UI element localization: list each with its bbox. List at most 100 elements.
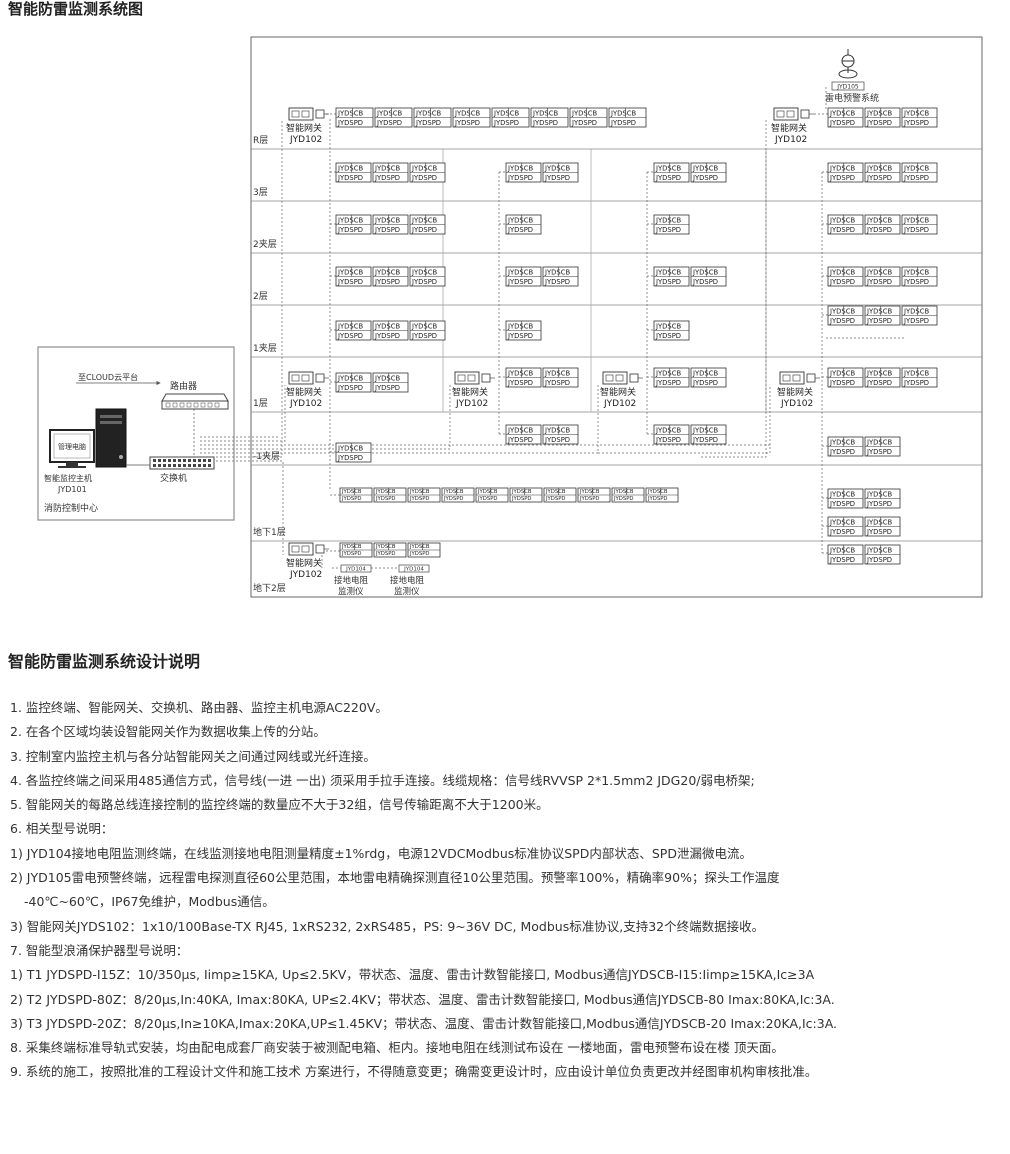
- design-note-line: 8. 采集终端标准导轨式安装，均由配电成套厂商安装于被测配电箱、柜内。接地电阻在…: [10, 1040, 784, 1056]
- spd-label: JYDSPD: [337, 226, 363, 234]
- device-groups: JYDSCBJYDSPDJYDSCBJYDSPDJYDSCBJYDSPDJYDS…: [335, 107, 938, 565]
- host-tower-icon: [95, 408, 127, 468]
- warning-model: JYD105: [836, 84, 859, 91]
- scb-label: JYDSCB: [692, 269, 718, 277]
- scb-label: JYDSCB: [337, 217, 363, 225]
- gateway-name: 智能网关: [771, 122, 807, 134]
- floor-label: 2层: [253, 291, 268, 302]
- spd-label: JYDSPD: [866, 278, 892, 286]
- spd-label: JYDSPD: [829, 317, 855, 325]
- building-frame: [250, 36, 983, 598]
- gateway-name: 智能网关: [286, 122, 322, 134]
- scb-label: JYDSCB: [507, 323, 533, 331]
- design-note-line: 5. 智能网关的每路总线连接控制的监控终端的数量应不大于32组，信号传输距离不大…: [10, 797, 549, 813]
- spd-label: JYDSPD: [337, 454, 363, 462]
- ground-meter-label-1b: 监测仪: [338, 586, 364, 597]
- spd-label: JYDSPD: [337, 384, 363, 392]
- spd-label: JYDSPD: [903, 174, 929, 182]
- spd-label: JYDSPD: [409, 551, 430, 557]
- spd-label: JYDSPD: [443, 496, 464, 502]
- pc-label: 管理电脑: [58, 442, 86, 451]
- spd-label: JYDSPD: [829, 119, 855, 127]
- spd-label: JYDSPD: [829, 448, 855, 456]
- scb-label: JYDSCB: [903, 370, 929, 378]
- scb-label: JYDSCB: [866, 110, 892, 118]
- gateway-model: JYD102: [455, 399, 488, 409]
- design-note-line: 2. 在各个区域均装设智能网关作为数据收集上传的分站。: [10, 724, 326, 740]
- warning-name: 雷电预警系统: [825, 92, 879, 104]
- spd-label: JYDSPD: [866, 448, 892, 456]
- spd-label: JYDSPD: [507, 436, 533, 444]
- spd-label: JYDSPD: [341, 551, 362, 557]
- scb-label: JYDSCB: [507, 370, 533, 378]
- scb-label: JYDSCB: [647, 489, 668, 495]
- scb-label: JYDSCB: [829, 308, 855, 316]
- scb-label: JYDSCB: [337, 269, 363, 277]
- spd-label: JYDSPD: [375, 551, 396, 557]
- spd-label: JYDSPD: [829, 174, 855, 182]
- spd-label: JYDSPD: [415, 119, 441, 127]
- scb-label: JYDSCB: [477, 489, 498, 495]
- gateway-name: 智能网关: [600, 386, 636, 398]
- spd-label: JYDSPD: [374, 332, 400, 340]
- scb-label: JYDSCB: [866, 519, 892, 527]
- floor-label: R层: [253, 135, 268, 146]
- scb-label: JYDSCB: [903, 308, 929, 316]
- floor-dividers: [251, 148, 982, 542]
- spd-label: JYDSPD: [692, 436, 718, 444]
- design-note-line: 1. 监控终端、智能网关、交换机、路由器、监控主机电源AC220V。: [10, 700, 388, 715]
- gateway-name: 智能网关: [286, 557, 322, 569]
- design-note-line: 9. 系统的施工，按照批准的工程设计文件和施工技术 方案进行，不得随意变更；确需…: [10, 1064, 818, 1080]
- design-notes: 1. 监控终端、智能网关、交换机、路由器、监控主机电源AC220V。 2. 在各个…: [10, 696, 1005, 1085]
- spd-label: JYDSPD: [507, 379, 533, 387]
- scb-label: JYDSCB: [493, 110, 519, 118]
- bus-lines: [200, 113, 905, 568]
- scb-label: JYDSCB: [337, 323, 363, 331]
- scb-label: JYDSCB: [692, 427, 718, 435]
- spd-label: JYDSPD: [655, 379, 681, 387]
- scb-label: JYDSCB: [903, 165, 929, 173]
- spd-label: JYDSPD: [511, 496, 532, 502]
- scb-label: JYDSCB: [829, 519, 855, 527]
- spd-label: JYDSPD: [544, 174, 570, 182]
- spd-label: JYDSPD: [337, 332, 363, 340]
- gateway-name: 智能网关: [777, 386, 813, 398]
- floor-label: -1夹层: [253, 450, 280, 462]
- scb-label: JYDSCB: [532, 110, 558, 118]
- scb-label: JYDSCB: [866, 547, 892, 555]
- scb-label: JYDSCB: [613, 489, 634, 495]
- spd-label: JYDSPD: [613, 496, 634, 502]
- scb-label: JYDSCB: [375, 489, 396, 495]
